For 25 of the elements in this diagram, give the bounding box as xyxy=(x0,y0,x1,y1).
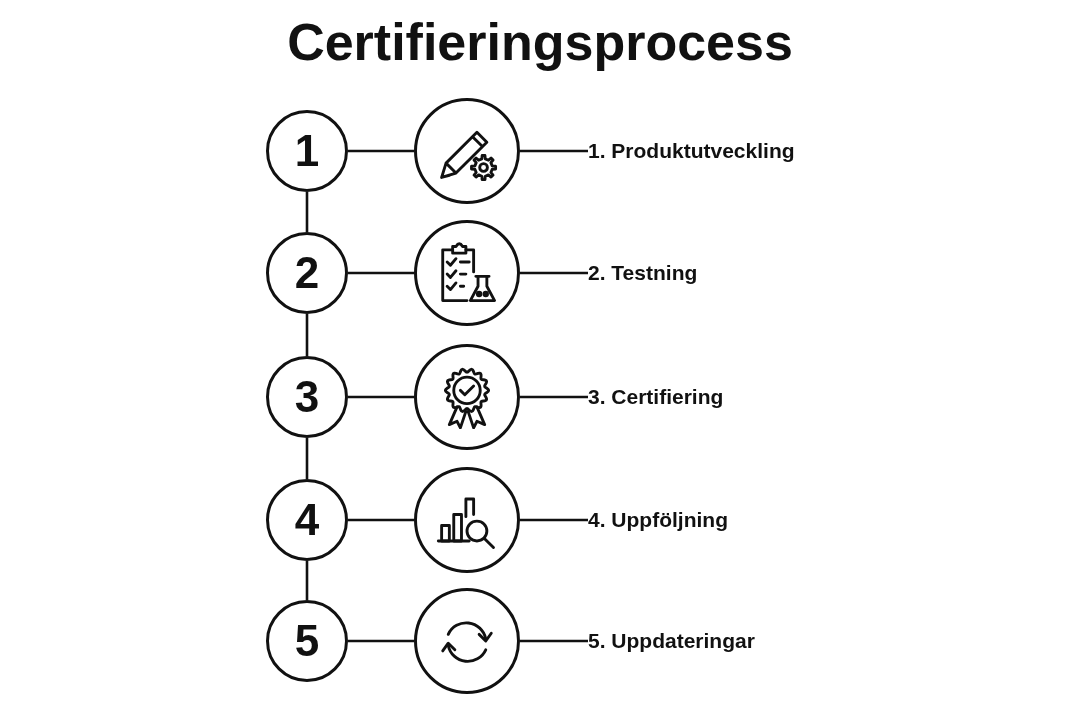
step-label: 4. Uppföljning xyxy=(588,505,728,535)
title: Certifieringsprocess xyxy=(287,12,793,73)
connector-line xyxy=(520,639,588,643)
connector-line xyxy=(520,271,588,275)
connector-line xyxy=(305,314,309,356)
connector-line xyxy=(520,395,588,399)
connector-line xyxy=(348,149,414,153)
connector-line xyxy=(348,395,414,399)
connector-line xyxy=(348,639,414,643)
connector-line xyxy=(305,192,309,232)
connector-line xyxy=(305,438,309,479)
step-number: 3 xyxy=(294,373,320,421)
connector-line xyxy=(348,271,414,275)
step-number: 2 xyxy=(294,249,320,297)
step-label: 3. Certifiering xyxy=(588,382,724,412)
step-number: 1 xyxy=(294,127,320,175)
step-number: 4 xyxy=(294,496,320,544)
step-number: 5 xyxy=(294,617,320,665)
connector-line xyxy=(520,518,588,522)
step-label: 2. Testning xyxy=(588,258,698,288)
connector-line xyxy=(348,518,414,522)
connector-line xyxy=(305,561,309,600)
step-label: 1. Produktutveckling xyxy=(588,136,795,166)
step-label: 5. Uppdateringar xyxy=(588,626,755,656)
connector-line xyxy=(520,149,588,153)
